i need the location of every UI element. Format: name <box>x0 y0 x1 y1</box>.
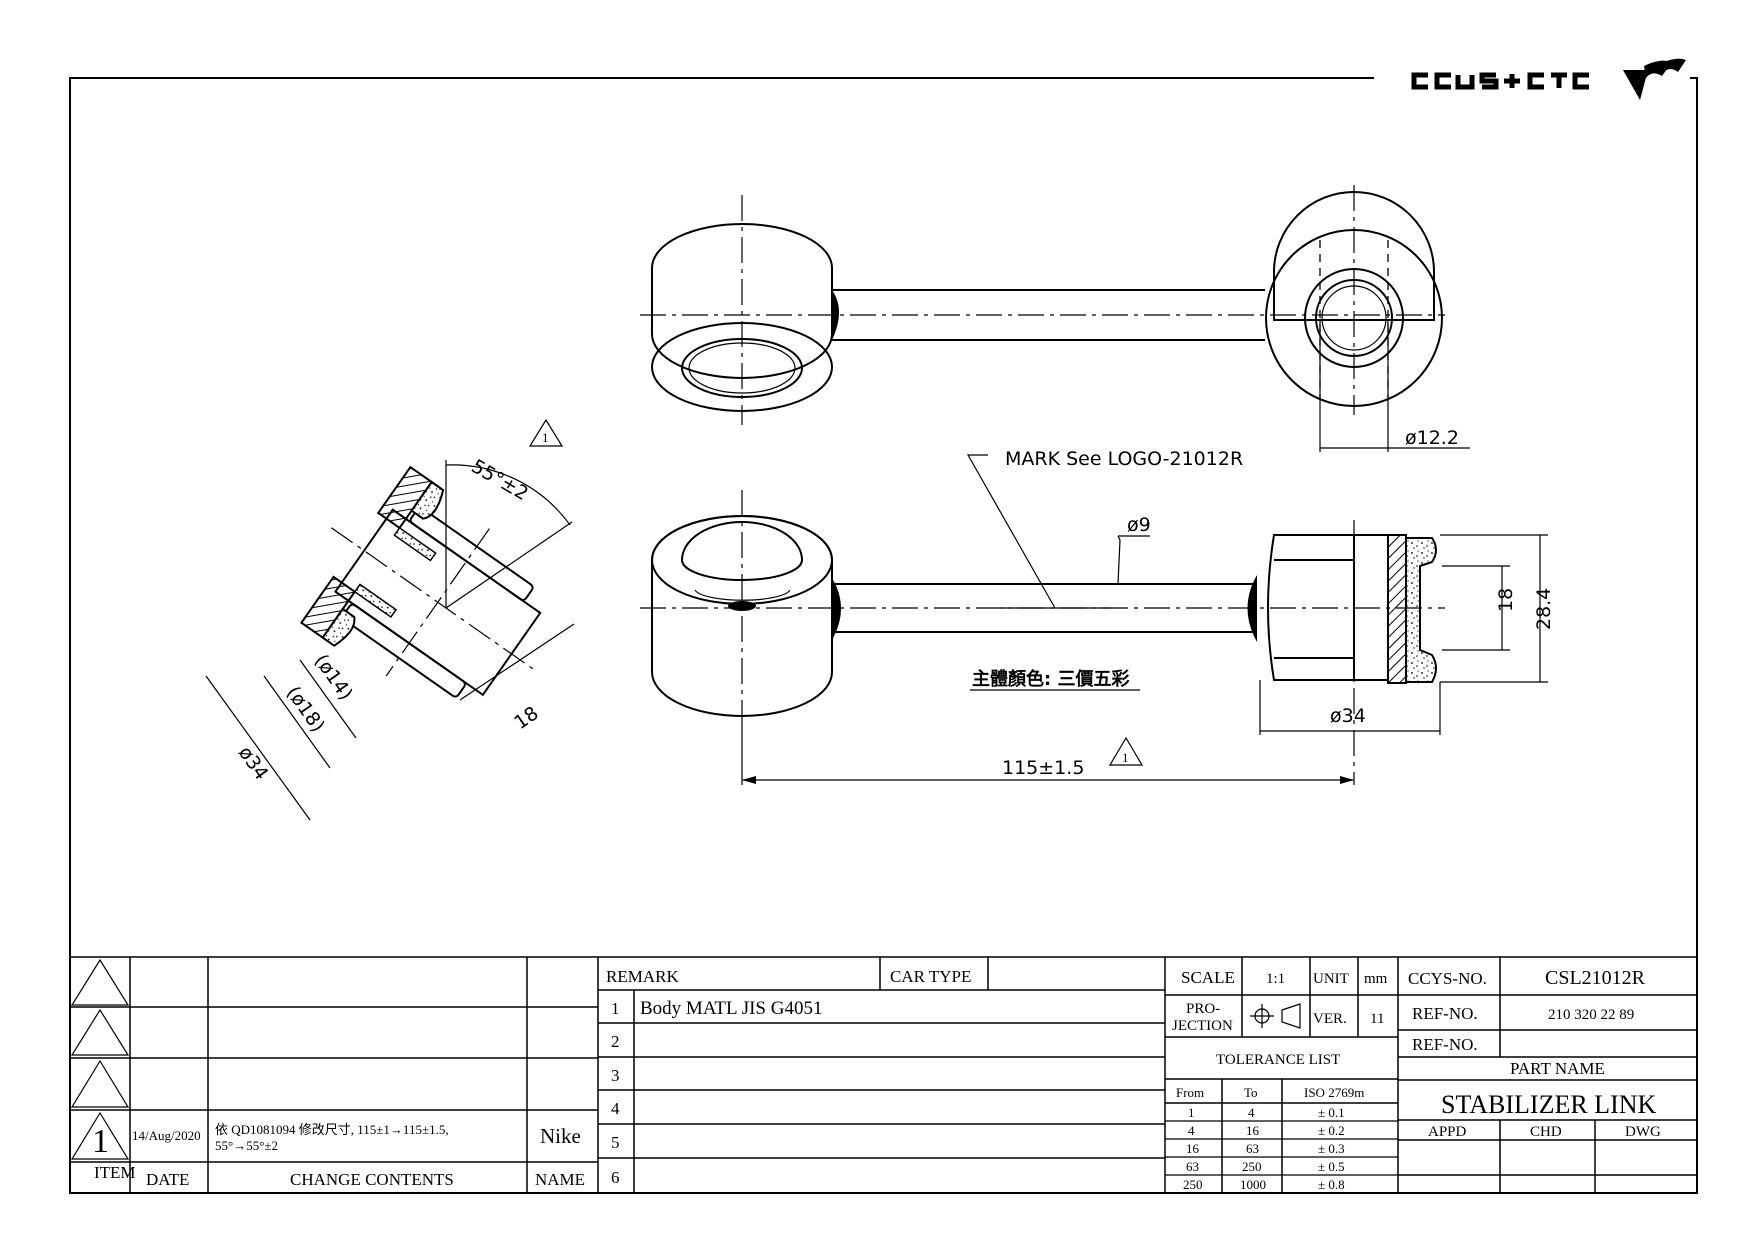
ref-no-label-2: REF-NO. <box>1412 1035 1478 1054</box>
revision-triangle-angle: 1 <box>528 418 564 447</box>
part-text: CCYS-NO. CSL21012R REF-NO. 210 320 22 89… <box>1408 967 1661 1140</box>
remark-text-1: Body MATL JIS G4051 <box>640 998 822 1019</box>
projection-label-2: JECTION <box>1172 1018 1233 1034</box>
svg-text:1: 1 <box>542 430 549 445</box>
dim-sec-width: 18 <box>510 702 542 734</box>
svg-text:4: 4 <box>1248 1105 1255 1120</box>
top-view: ø12.2 <box>640 185 1470 452</box>
remarks-grid <box>598 957 1166 1193</box>
svg-text:1: 1 <box>1188 1105 1195 1120</box>
header-date: DATE <box>146 1170 189 1189</box>
company-logo <box>1411 58 1686 100</box>
unit-value: mm <box>1364 971 1388 987</box>
svg-text:63: 63 <box>1186 1159 1199 1174</box>
svg-text:63: 63 <box>1246 1141 1259 1156</box>
rev-row-4-content-1: 依 QD1081094 修改尺寸, 115±1→115±1.5, <box>215 1122 449 1137</box>
dim-ball-width: 18 <box>1495 588 1517 612</box>
spec-grid <box>1165 957 1399 1193</box>
ver-value: 11 <box>1370 1011 1384 1027</box>
ref-no-value-1: 210 320 22 89 <box>1548 1007 1634 1023</box>
spec-text: SCALE 1:1 UNIT mm PRO- JECTION VER. 11 T… <box>1172 968 1388 1192</box>
mark-note: MARK See LOGO-21012R <box>1005 448 1243 470</box>
part-grid <box>1398 957 1697 1193</box>
svg-text:± 0.2: ± 0.2 <box>1318 1123 1345 1138</box>
remark-no-4: 4 <box>611 1099 620 1118</box>
left-housing-front <box>651 515 841 717</box>
title-block <box>70 956 1697 1193</box>
unit-label: UNIT <box>1313 971 1349 987</box>
rev-row-4-name: Nike <box>540 1124 581 1148</box>
projection-symbol-icon <box>1250 1003 1301 1029</box>
remarks-text: REMARK CAR TYPE 1 Body MATL JIS G4051 2 … <box>606 967 971 1187</box>
svg-text:± 0.8: ± 0.8 <box>1318 1177 1345 1192</box>
section-view: 55°±2 1 ø34 (ø18) (ø14) 18 <box>205 418 575 821</box>
dim-sec-34: ø34 <box>234 742 273 784</box>
color-note: 主體顏色: 三價五彩 <box>972 668 1129 690</box>
svg-text:± 0.1: ± 0.1 <box>1318 1105 1345 1120</box>
remark-no-6: 6 <box>611 1168 620 1187</box>
drawing-frame <box>69 77 1698 1194</box>
svg-text:4: 4 <box>1188 1123 1195 1138</box>
remark-no-1: 1 <box>611 999 620 1018</box>
header-name: NAME <box>535 1170 585 1189</box>
dim-sec-14: (ø14) <box>310 650 357 704</box>
approval-dwg: DWG <box>1625 1124 1661 1140</box>
rev-row-4-date: 14/Aug/2020 <box>132 1128 201 1143</box>
remark-header: REMARK <box>606 967 679 986</box>
rev-row-4-item: 1 <box>92 1123 109 1160</box>
logo-wordmark <box>1411 72 1589 90</box>
svg-text:16: 16 <box>1186 1141 1200 1156</box>
dim-housing: ø34 <box>1330 705 1366 727</box>
remark-no-2: 2 <box>611 1032 620 1051</box>
ver-label: VER. <box>1313 1011 1347 1027</box>
dim-rod: ø9 <box>1127 514 1151 536</box>
svg-text:± 0.3: ± 0.3 <box>1318 1141 1345 1156</box>
svg-text:250: 250 <box>1183 1177 1203 1192</box>
logo-emblem <box>1623 58 1686 100</box>
svg-text:± 0.5: ± 0.5 <box>1318 1159 1345 1174</box>
rev-row-4-content-2: 55°→55°±2 <box>215 1138 278 1153</box>
approval-appd: APPD <box>1428 1124 1467 1140</box>
dim-length: 115±1.5 <box>1002 757 1084 779</box>
tolerance-title: TOLERANCE LIST <box>1216 1052 1340 1068</box>
tol-head-from: From <box>1176 1085 1204 1100</box>
approval-chd: CHD <box>1530 1124 1562 1140</box>
ref-no-label-1: REF-NO. <box>1412 1004 1478 1023</box>
projection-label-1: PRO- <box>1186 1001 1220 1017</box>
dim-ball-height: 28.4 <box>1533 588 1555 630</box>
scale-value: 1:1 <box>1266 971 1285 987</box>
svg-text:1: 1 <box>1122 750 1129 765</box>
left-housing-top <box>651 223 839 412</box>
dim-ball-bore: ø12.2 <box>1405 427 1459 449</box>
header-change: CHANGE CONTENTS <box>290 1170 454 1189</box>
dim-angle: 55°±2 <box>468 455 532 505</box>
svg-text:16: 16 <box>1246 1123 1260 1138</box>
revision-table-text: ITEM DATE CHANGE CONTENTS NAME 1 14/Aug/… <box>92 1122 585 1189</box>
ccys-no-value: CSL21012R <box>1545 967 1646 989</box>
tol-head-to: To <box>1244 1085 1258 1100</box>
car-type-label: CAR TYPE <box>890 967 971 986</box>
revision-triangle-length: 1 <box>1108 736 1144 766</box>
svg-text:250: 250 <box>1242 1159 1262 1174</box>
right-balljoint-front <box>1267 534 1437 684</box>
header-item: ITEM <box>94 1163 136 1182</box>
ccys-no-label: CCYS-NO. <box>1408 969 1487 988</box>
part-name-value: STABILIZER LINK <box>1441 1090 1656 1119</box>
remark-no-3: 3 <box>611 1066 620 1085</box>
svg-text:1000: 1000 <box>1240 1177 1266 1192</box>
tol-head-iso: ISO 2769m <box>1304 1085 1364 1100</box>
scale-label: SCALE <box>1181 968 1235 987</box>
remark-no-5: 5 <box>611 1133 620 1152</box>
front-view: ø9 MARK See LOGO-21012R 主體顏色: 三價五彩 18 28… <box>640 448 1555 785</box>
part-name-label: PART NAME <box>1510 1059 1605 1078</box>
